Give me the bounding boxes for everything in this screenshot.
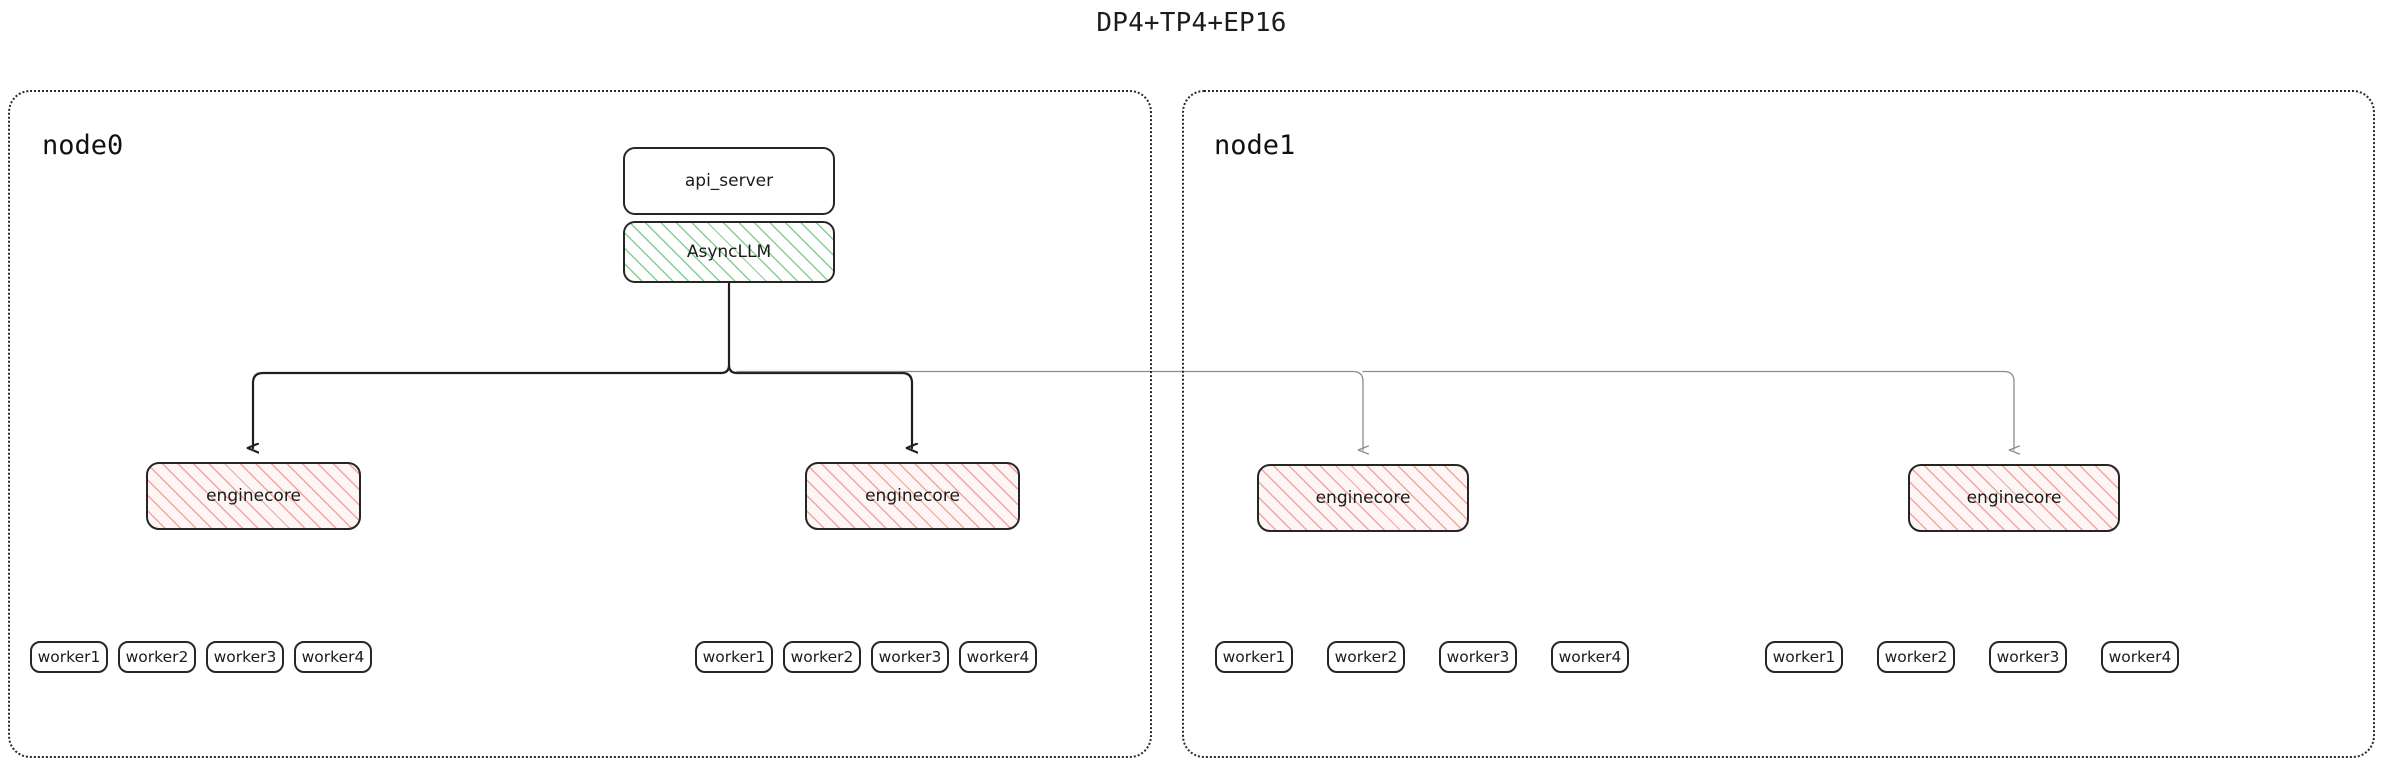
worker-box[interactable]: worker3	[1989, 641, 2067, 673]
worker-box[interactable]: worker3	[871, 641, 949, 673]
worker-box[interactable]: worker4	[959, 641, 1037, 673]
async_llm-box[interactable]: AsyncLLM	[623, 221, 835, 283]
node-label-node1: node1	[1214, 130, 1296, 161]
enginecore-box[interactable]: enginecore	[1257, 464, 1469, 532]
node-container-node1	[1182, 90, 2375, 758]
worker-box[interactable]: worker2	[118, 641, 196, 673]
worker-box[interactable]: worker1	[1215, 641, 1293, 673]
api_server-box[interactable]: api_server	[623, 147, 835, 215]
diagram-title: DP4+TP4+EP16	[1096, 8, 1287, 38]
node-container-node0	[8, 90, 1152, 758]
worker-box[interactable]: worker4	[2101, 641, 2179, 673]
worker-box[interactable]: worker2	[1327, 641, 1405, 673]
worker-box[interactable]: worker4	[294, 641, 372, 673]
worker-box[interactable]: worker1	[695, 641, 773, 673]
worker-box[interactable]: worker2	[1877, 641, 1955, 673]
worker-box[interactable]: worker1	[30, 641, 108, 673]
worker-box[interactable]: worker3	[206, 641, 284, 673]
worker-box[interactable]: worker2	[783, 641, 861, 673]
worker-box[interactable]: worker4	[1551, 641, 1629, 673]
enginecore-box[interactable]: enginecore	[146, 462, 361, 530]
enginecore-box[interactable]: enginecore	[1908, 464, 2120, 532]
worker-box[interactable]: worker1	[1765, 641, 1843, 673]
node-label-node0: node0	[42, 130, 124, 161]
worker-box[interactable]: worker3	[1439, 641, 1517, 673]
enginecore-box[interactable]: enginecore	[805, 462, 1020, 530]
